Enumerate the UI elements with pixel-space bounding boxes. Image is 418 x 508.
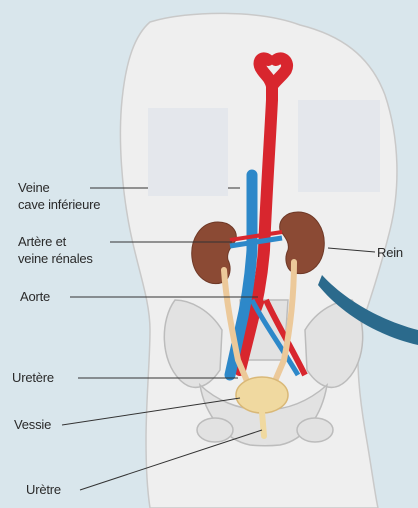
label-veine-cave-line2: cave inférieure [18,196,100,213]
bladder [236,377,288,413]
label-vessie: Vessie [14,416,51,433]
label-artere-line1: Artère et [18,233,93,250]
label-artere-veine: Artère et veine rénales [18,233,93,267]
masked-label-right [298,100,380,192]
label-uretre: Urètre [26,481,61,498]
masked-label-left [148,108,228,196]
label-artere-line2: veine rénales [18,250,93,267]
urethra [262,412,264,436]
label-uretere: Uretère [12,369,54,386]
label-veine-cave-line1: Veine [18,179,100,196]
label-aorte: Aorte [20,288,50,305]
label-rein: Rein [377,244,403,261]
label-veine-cave: Veine cave inférieure [18,179,100,213]
